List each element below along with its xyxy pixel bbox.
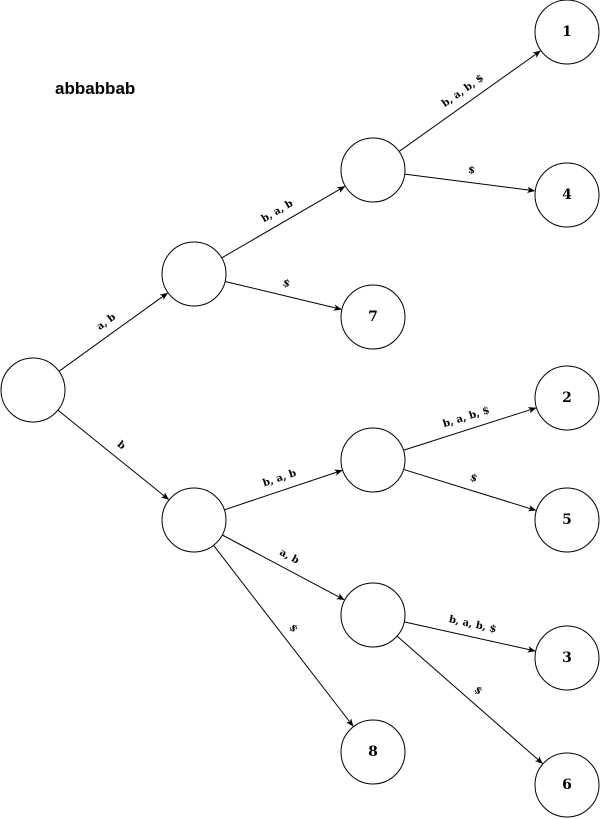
- node-label: 7: [368, 309, 378, 325]
- leaf-node-1: 1: [534, 0, 600, 65]
- node-circle: [340, 284, 406, 350]
- edge-label: $: [282, 278, 291, 290]
- node-circle: [0, 357, 66, 423]
- edge-line: [213, 545, 354, 727]
- edge-label: $: [469, 472, 479, 485]
- leaf-node-4: 4: [534, 162, 600, 228]
- edge-line: [403, 407, 537, 451]
- edge-D-L5: $: [403, 468, 537, 512]
- edge-E-L6: $: [396, 635, 543, 764]
- edge-line: [224, 280, 342, 311]
- node-label: 5: [562, 512, 572, 528]
- edge-label: b, a, b: [262, 468, 298, 489]
- edge-line: [222, 534, 345, 600]
- leaf-node-2: 2: [534, 365, 600, 431]
- node-circle: [534, 0, 600, 65]
- leaf-node-7: 7: [340, 284, 406, 350]
- node-circle: [340, 137, 406, 203]
- diagram-title: abbabbab: [55, 79, 136, 98]
- edge-D-L2: b, a, b, $: [403, 405, 537, 451]
- edge-line: [398, 50, 541, 152]
- node-label: 8: [368, 744, 378, 760]
- edge-label: b, a, b: [260, 198, 295, 225]
- node-circle: [340, 719, 406, 785]
- edge-line: [404, 173, 536, 194]
- edge-label: $: [472, 685, 485, 698]
- leaf-node-5: 5: [534, 487, 600, 553]
- edge-line: [224, 469, 343, 511]
- leaf-node-6: 6: [534, 752, 600, 818]
- edge-label: b, a, b, $: [440, 73, 486, 110]
- edge-line: [396, 635, 543, 764]
- node-circle: [340, 582, 406, 648]
- edge-label: b, a, b, $: [442, 405, 491, 430]
- edge-C-L1: b, a, b, $: [398, 50, 541, 152]
- edge-E-L3: b, a, b, $: [404, 614, 536, 653]
- edge-label: b: [115, 439, 127, 452]
- node-label: 2: [562, 390, 572, 406]
- edge-label: $: [287, 623, 300, 635]
- edge-label: b, a, b, $: [448, 614, 498, 635]
- internal-node-E: [340, 582, 406, 648]
- node-circle: [161, 487, 227, 553]
- edge-line: [57, 409, 170, 500]
- node-circle: [534, 162, 600, 228]
- edge-line: [221, 186, 346, 259]
- node-label: 1: [562, 24, 572, 40]
- edge-label: $: [467, 165, 475, 177]
- edge-line: [58, 292, 169, 372]
- edge-label: a, b: [278, 547, 301, 566]
- node-circle: [161, 241, 227, 307]
- edge-root-B: b: [57, 409, 170, 500]
- edge-A-C: b, a, b: [221, 186, 346, 259]
- edge-B-E: a, b: [222, 534, 345, 600]
- node-label: 6: [562, 777, 572, 793]
- edge-C-L4: $: [404, 165, 536, 194]
- node-label: 3: [562, 650, 572, 666]
- node-circle: [534, 365, 600, 431]
- node-circle: [534, 625, 600, 691]
- internal-node-root: [0, 357, 66, 423]
- node-circle: [534, 487, 600, 553]
- internal-node-D: [340, 427, 406, 493]
- internal-node-A: [161, 241, 227, 307]
- edge-line: [404, 621, 536, 653]
- internal-node-C: [340, 137, 406, 203]
- edge-B-D: b, a, b: [224, 468, 343, 511]
- edge-B-L8: $: [213, 545, 354, 727]
- node-circle: [340, 427, 406, 493]
- edge-line: [403, 468, 537, 512]
- edge-label: a, b: [95, 312, 118, 333]
- leaf-node-8: 8: [340, 719, 406, 785]
- internal-node-B: [161, 487, 227, 553]
- edge-root-A: a, b: [58, 292, 169, 372]
- node-label: 4: [562, 187, 572, 203]
- node-circle: [534, 752, 600, 818]
- edge-A-L7: $: [224, 278, 342, 311]
- leaf-node-3: 3: [534, 625, 600, 691]
